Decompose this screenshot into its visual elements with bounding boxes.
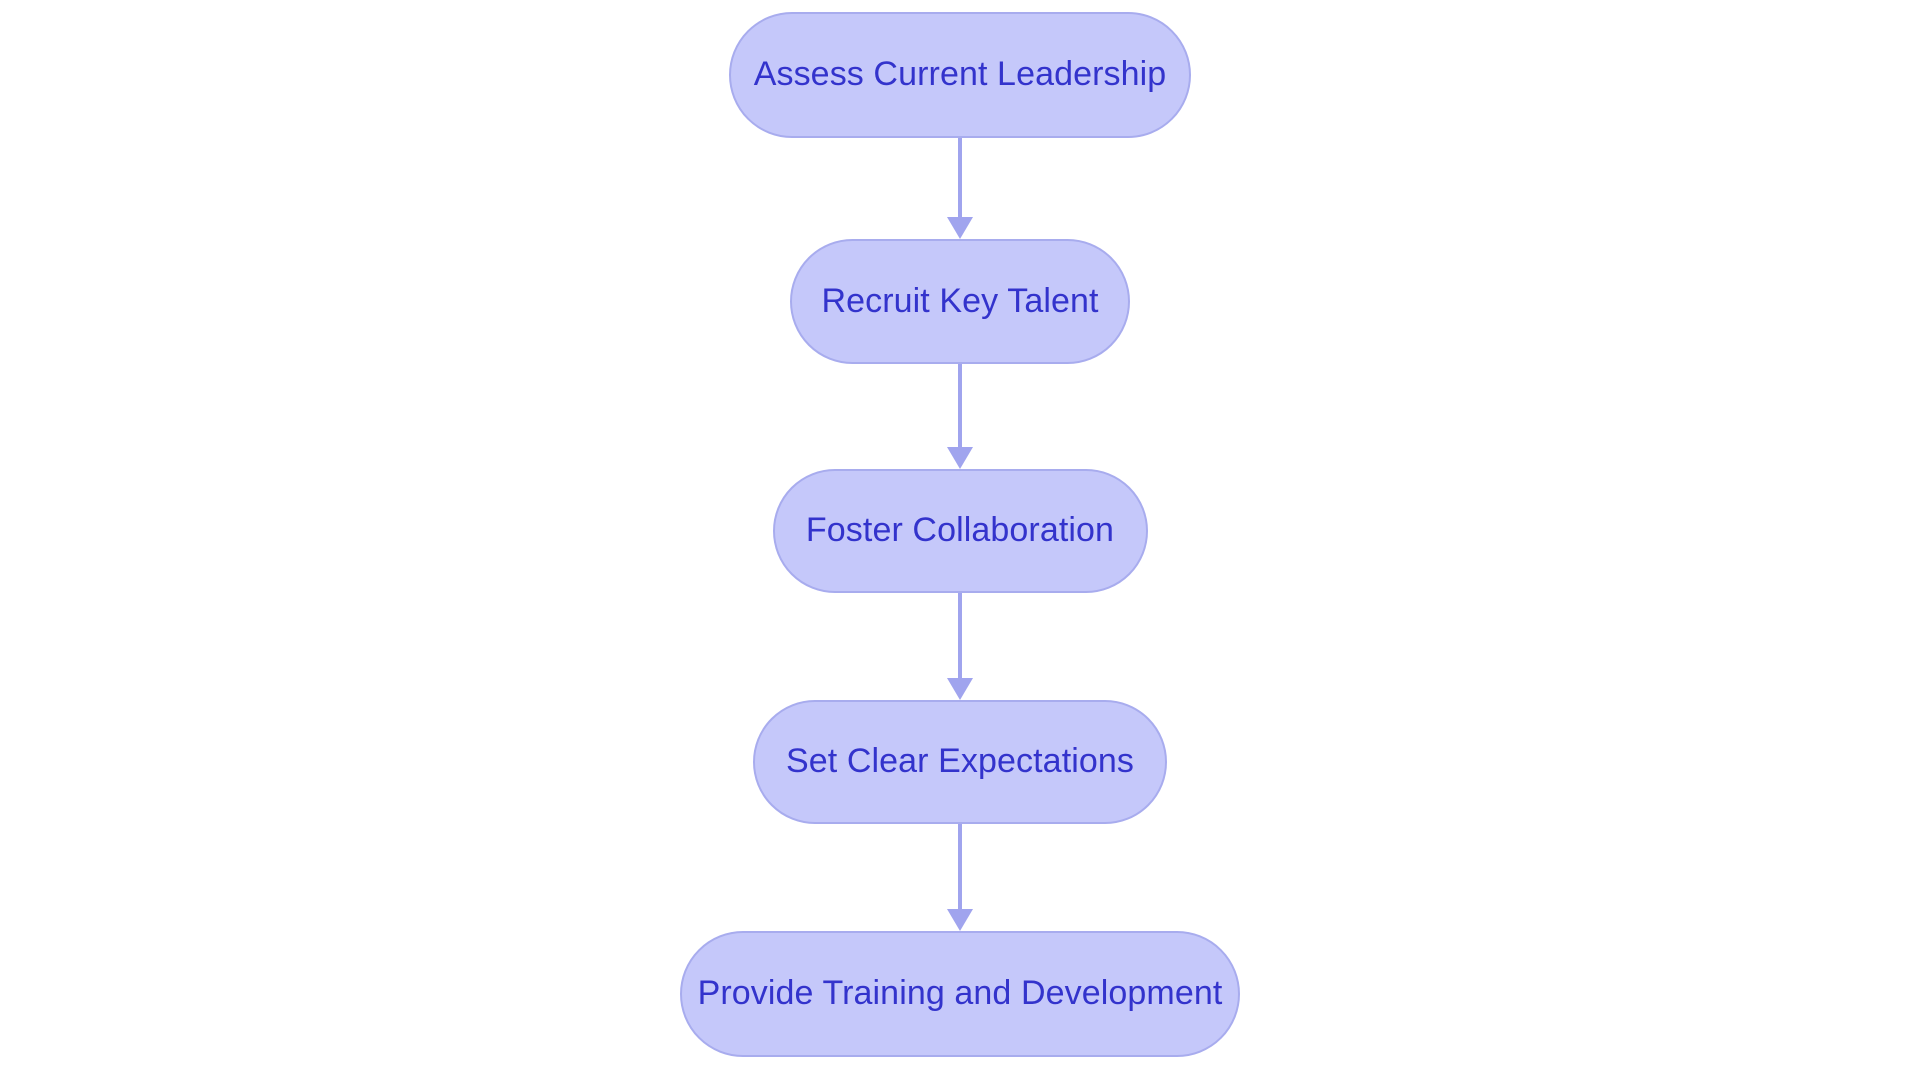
arrow-line: [958, 593, 962, 679]
flow-node-set-clear-expectations[interactable]: Set Clear Expectations: [753, 700, 1167, 824]
arrow-line: [958, 364, 962, 448]
flow-node-assess-current-leadership[interactable]: Assess Current Leadership: [729, 12, 1191, 138]
arrow-head-icon: [947, 447, 973, 469]
arrow-line: [958, 824, 962, 910]
flow-arrow-assess-current-leadership-to-recruit-key-talent: [947, 138, 973, 239]
flow-arrow-recruit-key-talent-to-foster-collaboration: [947, 364, 973, 469]
flow-arrow-foster-collaboration-to-set-clear-expectations: [947, 593, 973, 700]
flow-node-provide-training-and-development[interactable]: Provide Training and Development: [680, 931, 1240, 1057]
flow-node-label: Set Clear Expectations: [785, 742, 1135, 781]
flow-node-label: Foster Collaboration: [805, 511, 1115, 550]
flow-node-label: Recruit Key Talent: [821, 281, 1099, 320]
flow-arrow-set-clear-expectations-to-provide-training-and-development: [947, 824, 973, 931]
arrow-head-icon: [947, 678, 973, 700]
flow-node-foster-collaboration[interactable]: Foster Collaboration: [772, 469, 1148, 593]
arrow-head-icon: [947, 217, 973, 239]
arrow-line: [958, 138, 962, 218]
flow-node-label: Provide Training and Development: [697, 974, 1223, 1013]
arrow-head-icon: [947, 909, 973, 931]
flow-node-recruit-key-talent[interactable]: Recruit Key Talent: [790, 239, 1130, 364]
flow-node-label: Assess Current Leadership: [753, 55, 1167, 94]
